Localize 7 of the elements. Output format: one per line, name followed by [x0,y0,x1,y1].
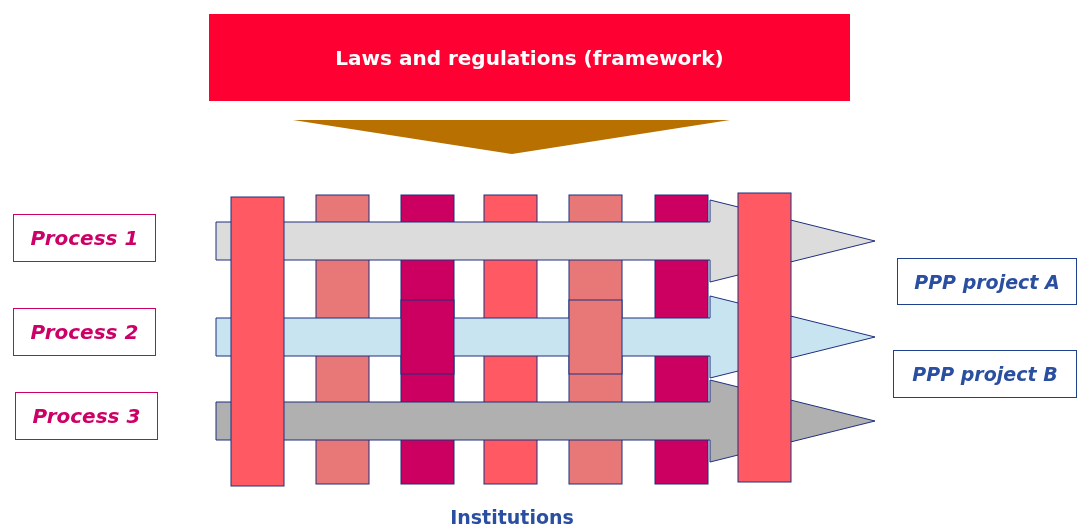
framework-banner: Laws and regulations (framework) [209,14,850,101]
process-box: Process 3 [15,392,158,440]
process-box: Process 1 [13,214,156,262]
axis-caption: Institutions [450,506,574,527]
project-box: PPP project A [897,258,1077,305]
project-box: PPP project B [893,350,1077,398]
process-box: Process 2 [13,308,156,356]
